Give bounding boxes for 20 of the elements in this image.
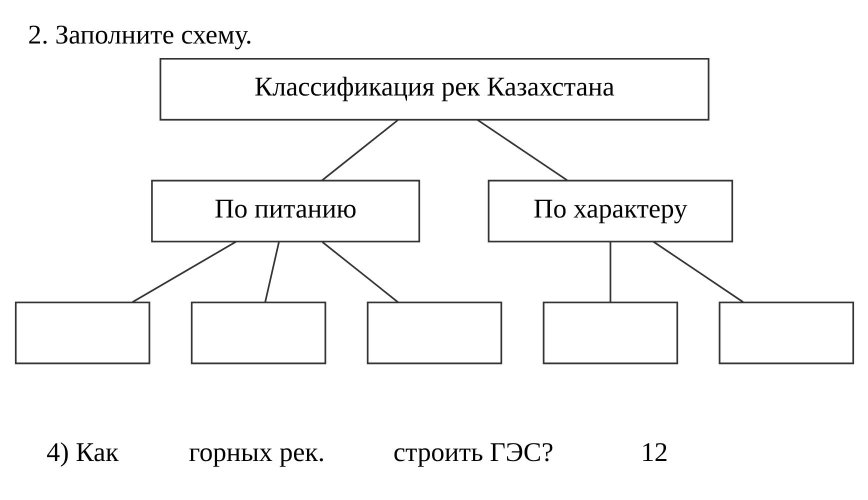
connector bbox=[609, 242, 611, 302]
label: 4) Как bbox=[46, 437, 118, 468]
connector bbox=[320, 120, 398, 182]
node-box bbox=[718, 302, 854, 364]
label: строить ГЭС? bbox=[392, 437, 553, 468]
connector bbox=[652, 241, 744, 303]
node-box bbox=[366, 302, 502, 364]
connector bbox=[132, 241, 236, 303]
node-box bbox=[190, 302, 326, 364]
diagram-title: 2. Заполните схему. bbox=[28, 19, 252, 50]
connector bbox=[321, 241, 398, 303]
label: горных рек. bbox=[188, 437, 324, 468]
node-box: Классификация рек Казахстана bbox=[159, 58, 709, 121]
label: 12 bbox=[640, 437, 668, 468]
connector bbox=[264, 242, 280, 302]
node-box bbox=[542, 302, 678, 364]
node-box: По питанию bbox=[150, 180, 420, 242]
connector bbox=[476, 119, 568, 182]
node-box: По характеру bbox=[487, 180, 733, 242]
node-box bbox=[14, 302, 150, 364]
